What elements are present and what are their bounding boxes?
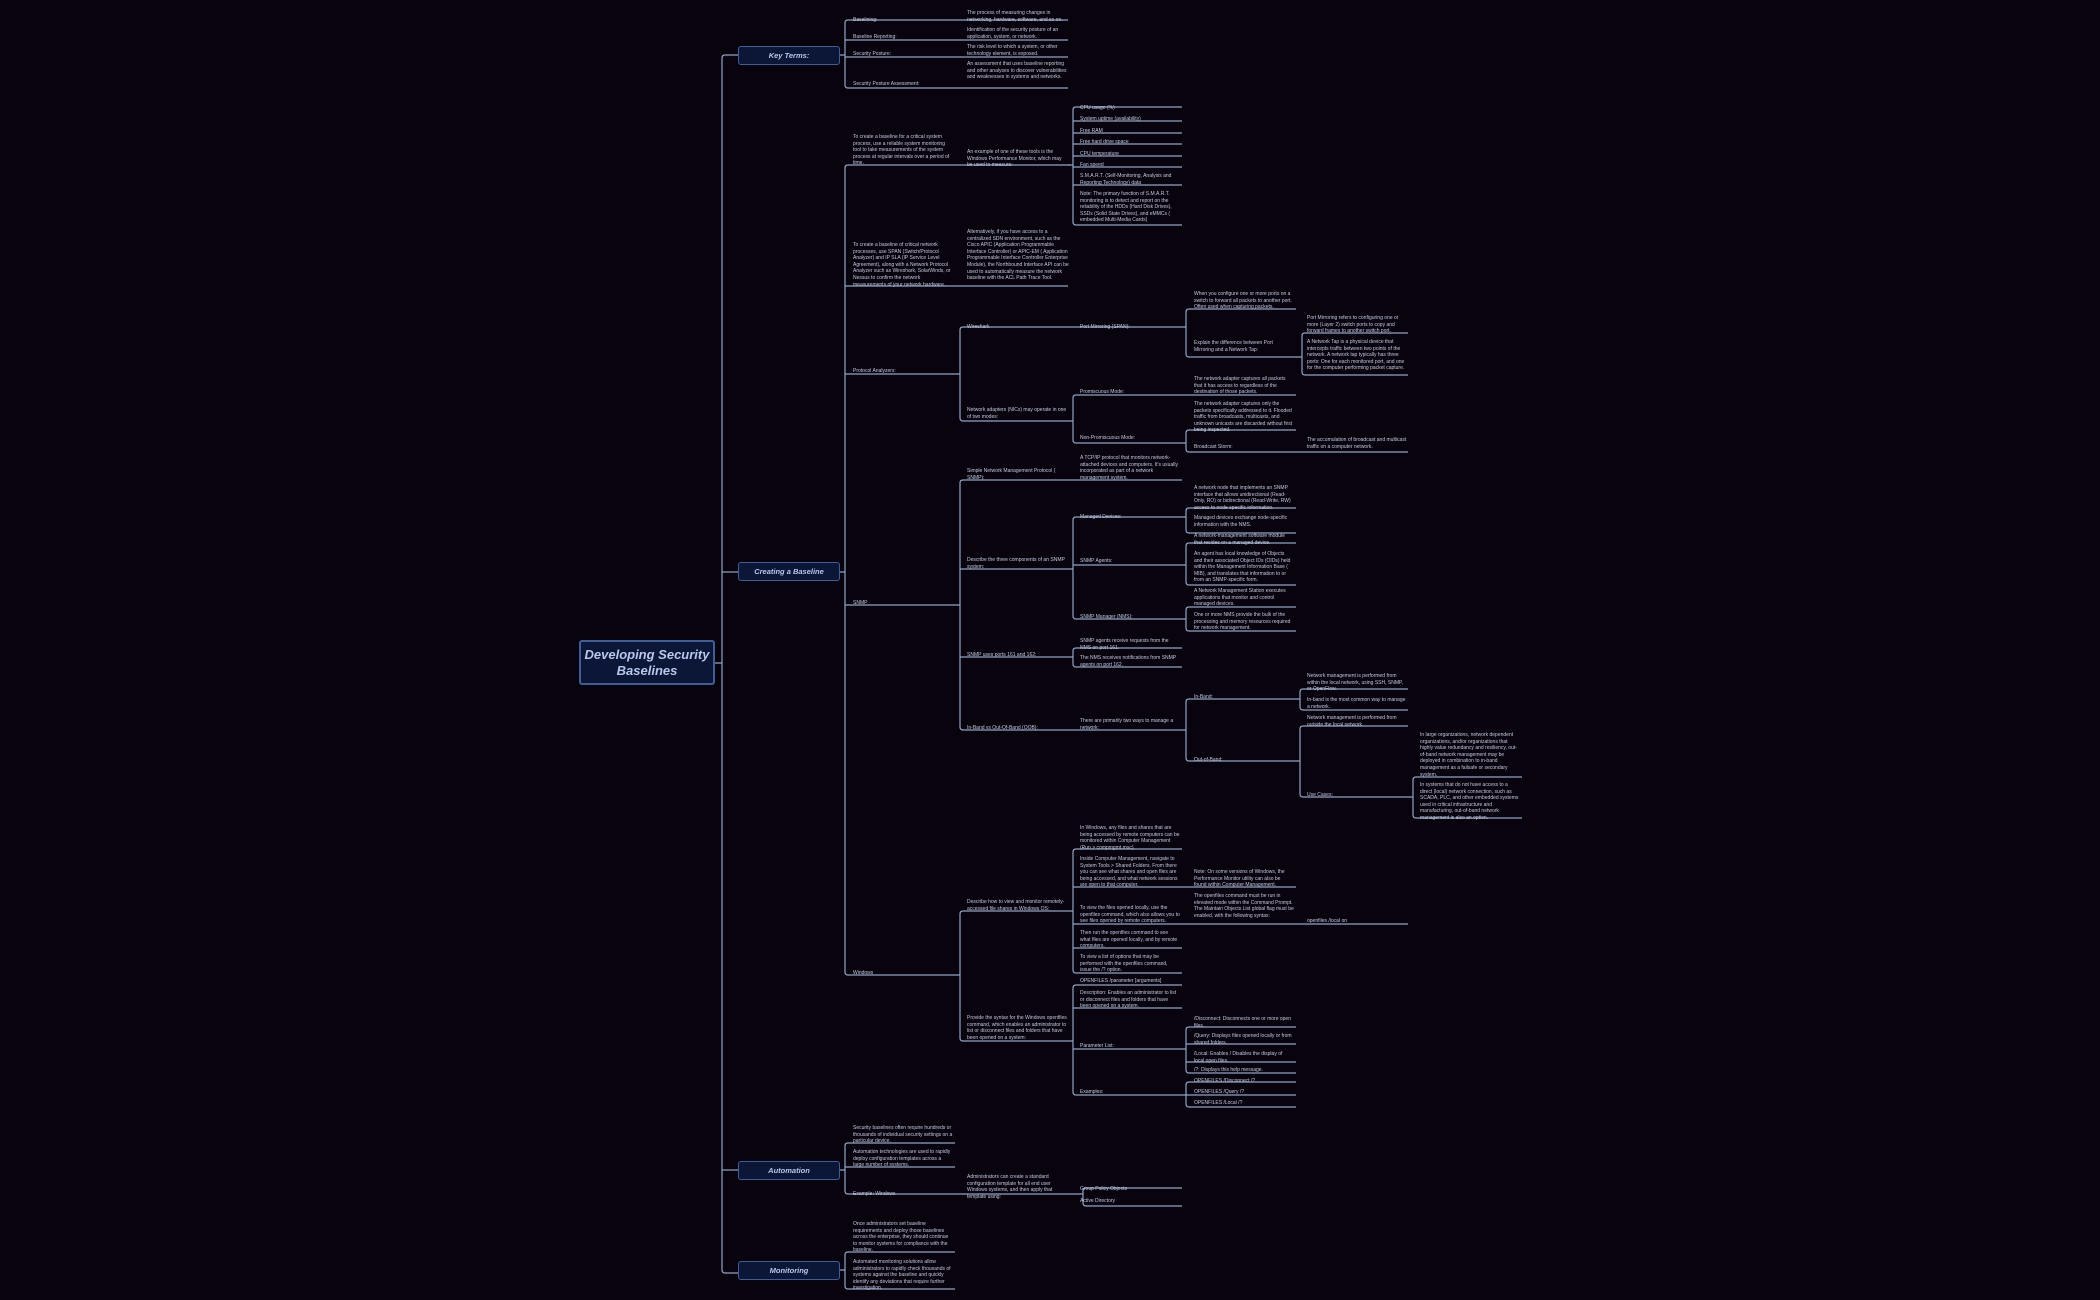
snmp-name[interactable]: Simple Network Management Protocol ( SNM… (967, 468, 1056, 481)
parameter-list-label[interactable]: Parameter List: (1080, 1043, 1114, 1049)
snmp-components-label[interactable]: Describe the three components of an SNMP… (967, 557, 1065, 570)
out-of-band-label[interactable]: Out-of-Band: (1194, 757, 1223, 763)
port-mirroring-explain: Port Mirroring refers to configuring one… (1307, 315, 1399, 335)
windows-step: To view the files opened locally, use th… (1080, 905, 1180, 925)
critical-system-note[interactable]: To create a baseline for a critical syst… (853, 134, 950, 167)
explain-label[interactable]: Explain the difference between Port Mirr… (1194, 340, 1273, 353)
snmp-manager-label[interactable]: SNMP Manager (NMS): (1080, 614, 1133, 620)
network-tap-explain: A Network Tap is a physical device that … (1307, 339, 1405, 372)
promiscuous-label[interactable]: Promiscuous Mode: (1080, 389, 1125, 395)
performance-monitor-note[interactable]: An example of one of these tools is the … (967, 149, 1062, 169)
monitoring-note: Once administrators set baseline require… (853, 1221, 949, 1254)
snmp-agents-label[interactable]: SNMP Agents: (1080, 558, 1113, 564)
metric-item[interactable]: System uptime (availability) (1080, 116, 1141, 122)
sdn-note[interactable]: Alternatively, if you have access to a c… (967, 229, 1069, 282)
key-term[interactable]: Security Posture: (853, 51, 892, 57)
openfiles-note: The openfiles command must be run in ele… (1194, 893, 1294, 919)
broadcast-storm-label[interactable]: Broadcast Storm: (1194, 444, 1233, 450)
openfiles-syntax-label[interactable]: Provide the syntax for the Windows openf… (967, 1015, 1067, 1041)
key-term-definition: The process of measuring changes in netw… (967, 10, 1063, 23)
broadcast-storm-def: The accumulation of broadcast and multic… (1307, 437, 1407, 450)
snmp-agents-def: An agent has local knowledge of Objects … (1194, 551, 1291, 584)
metric-item[interactable]: CPU temperature (1080, 151, 1119, 157)
out-of-band-def: Network management is performed from out… (1307, 715, 1397, 728)
promiscuous-def: The network adapter captures all packets… (1194, 376, 1286, 396)
topic-creating-baseline[interactable]: Creating a Baseline (738, 562, 840, 581)
snmp-agents-def: A network-management software module tha… (1194, 533, 1285, 546)
windows-describe[interactable]: Describe how to view and monitor remotel… (967, 899, 1065, 912)
port-mirroring-label[interactable]: Port Mirroring (SPAN): (1080, 324, 1130, 330)
port-161-note: SNMP agents receive requests from the NM… (1080, 638, 1169, 651)
windows-step: Inside Computer Management, navigate to … (1080, 856, 1178, 889)
port-162-note: The NMS receives notifications from SNMP… (1080, 655, 1177, 668)
windows-step: Then run the openfiles command to see wh… (1080, 930, 1178, 950)
key-term[interactable]: Baseline Reporting: (853, 34, 897, 40)
automation-note[interactable]: Automation technologies are used to rapi… (853, 1149, 951, 1169)
non-promiscuous-label[interactable]: Non-Promiscuous Mode: (1080, 435, 1136, 441)
topic-key-terms[interactable]: Key Terms: (738, 46, 840, 65)
snmp-def: A TCP/IP protocol that monitors network-… (1080, 455, 1178, 481)
metric-item[interactable]: CPU usage (%) (1080, 105, 1115, 111)
windows-step: In Windows, any files and shares that ar… (1080, 825, 1180, 851)
metric-item[interactable]: Free RAM (1080, 128, 1103, 134)
non-promiscuous-def: The network adapter captures only the pa… (1194, 401, 1293, 434)
in-band-def: In-band is the most common way to manage… (1307, 697, 1406, 710)
performance-monitor-note: Note: On some versions of Windows, the P… (1194, 869, 1285, 889)
key-term-definition: The risk level to which a system, or oth… (967, 44, 1058, 57)
metric-item[interactable]: Fan speed (1080, 162, 1104, 168)
gpo-item: Group Policy Objects (1080, 1186, 1127, 1192)
automation-note[interactable]: Security baselines often require hundred… (853, 1125, 953, 1145)
port-mirroring-def: When you configure one or more ports on … (1194, 291, 1292, 311)
topic-monitoring[interactable]: Monitoring (738, 1261, 840, 1280)
key-term-definition: An assessment that uses baseline reporti… (967, 61, 1067, 81)
critical-network-note[interactable]: To create a baseline of critical network… (853, 242, 951, 288)
oob-label[interactable]: In-Band vs Out-Of-Band (OOB): (967, 725, 1038, 731)
metric-item[interactable]: Free hard drive space (1080, 139, 1129, 145)
example-item: OPENFILES /Local /? (1194, 1100, 1243, 1106)
in-band-def: Network management is performed from wit… (1307, 673, 1404, 693)
openfiles-description: Description: Enables an administrator to… (1080, 990, 1177, 1010)
examples-label[interactable]: Examples: (1080, 1089, 1104, 1095)
parameter-item: /Local: Enables / Disables the display o… (1194, 1051, 1283, 1064)
example-item: OPENFILES /Disconnect /? (1194, 1078, 1256, 1084)
managed-devices-def: A network node that implements an SNMP i… (1194, 485, 1291, 511)
openfiles-local-cmd: openfiles /local on (1307, 918, 1348, 924)
key-term[interactable]: Baselining: (853, 17, 878, 23)
wireshark-label[interactable]: Wireshark (967, 324, 990, 330)
snmp-manager-def: One or more NMS provide the bulk of the … (1194, 612, 1291, 632)
parameter-item: /Query: Displays files opened locally or… (1194, 1033, 1292, 1046)
managed-devices-def: Managed devices exchange node-specific i… (1194, 515, 1288, 528)
snmp-manager-def: A Network Management Station executes ap… (1194, 588, 1286, 608)
snmp-ports-label[interactable]: SNMP uses ports 161 and 162: (967, 652, 1037, 658)
use-case-item: In large organizations, network dependen… (1420, 732, 1517, 778)
two-ways-note[interactable]: There are primarily two ways to manage a… (1080, 718, 1174, 731)
protocol-analyzers-label[interactable]: Protocol Analyzers: (853, 368, 896, 374)
parameter-item: /?: Displays this help message. (1194, 1067, 1263, 1073)
snmp-label[interactable]: SNMP (853, 600, 868, 606)
topic-automation[interactable]: Automation (738, 1161, 840, 1180)
monitoring-note: Automated monitoring solutions allow adm… (853, 1259, 951, 1292)
example-item: OPENFILES /Query /? (1194, 1089, 1245, 1095)
root-node[interactable]: Developing Security Baselines (579, 640, 715, 685)
key-term-definition: Identification of the security posture o… (967, 27, 1059, 40)
automation-example-def[interactable]: Administrators can create a standard con… (967, 1174, 1053, 1200)
managed-devices-label[interactable]: Managed Devices: (1080, 514, 1122, 520)
use-case-item: In systems that do not have access to a … (1420, 782, 1519, 821)
windows-label[interactable]: Windows (853, 970, 874, 976)
in-band-label[interactable]: In-Band: (1194, 694, 1213, 700)
smart-note[interactable]: Note: The primary function of S.M.A.R.T.… (1080, 191, 1172, 224)
ad-item: Active Directory (1080, 1198, 1116, 1204)
use-cases-label[interactable]: Use Cases: (1307, 792, 1333, 798)
windows-step: To view a list of options that may be pe… (1080, 954, 1168, 974)
parameter-item: /Disconnect: Disconnects one or more ope… (1194, 1016, 1291, 1029)
metric-item[interactable]: S.M.A.R.T. (Self-Monitoring, Analysis an… (1080, 173, 1172, 186)
nic-modes-label[interactable]: Network adapters (NICs) may operate in o… (967, 407, 1067, 420)
automation-example-label[interactable]: Example: Windows (853, 1191, 896, 1197)
key-term[interactable]: Security Posture Assessment: (853, 81, 920, 87)
openfiles-syntax: OPENFILES /parameter [arguments] (1080, 978, 1162, 984)
